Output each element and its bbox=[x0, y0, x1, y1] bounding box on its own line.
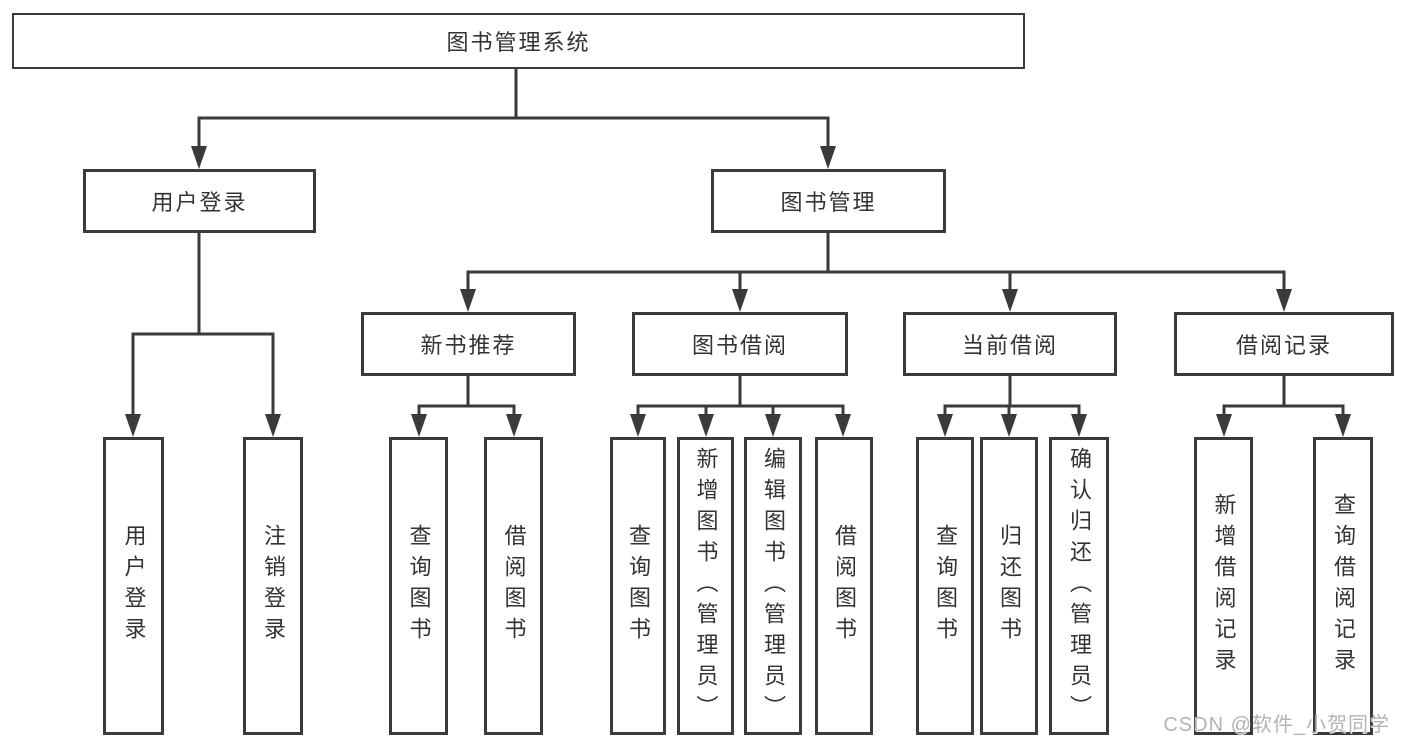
leaf-current-return-books: 归还图书 bbox=[980, 437, 1038, 735]
node-book-management: 图书管理 bbox=[711, 169, 946, 233]
leaf-borrowing-query-books-label: 查询图书 bbox=[626, 524, 651, 648]
node-new-book-recommend-label: 新书推荐 bbox=[420, 333, 517, 358]
leaf-newbooks-query-books-label: 查询图书 bbox=[406, 524, 432, 648]
connector-current-borrow-to-leaves bbox=[937, 374, 1087, 437]
node-user-login: 用户登录 bbox=[83, 169, 316, 233]
node-new-book-recommend: 新书推荐 bbox=[361, 312, 576, 376]
leaf-current-return-books-label: 归还图书 bbox=[997, 524, 1022, 648]
leaf-current-confirm-return-admin: 确认归还（管理员） bbox=[1049, 437, 1109, 735]
leaf-current-query-books: 查询图书 bbox=[916, 437, 974, 735]
leaf-newbooks-borrow-books-label: 借阅图书 bbox=[501, 524, 527, 648]
node-book-management-label: 图书管理 bbox=[780, 190, 877, 215]
connector-book-borrow-to-leaves bbox=[630, 374, 851, 437]
leaf-logout: 注销登录 bbox=[243, 437, 303, 735]
connector-new-books-to-leaves bbox=[411, 374, 522, 437]
leaf-newbooks-borrow-books: 借阅图书 bbox=[484, 437, 543, 735]
connector-borrow-records-to-leaves bbox=[1216, 374, 1351, 437]
leaf-borrowing-edit-books-admin-label: 编辑图书（管理员） bbox=[761, 446, 786, 726]
node-root-system: 图书管理系统 bbox=[12, 13, 1025, 69]
node-borrowing-records-label: 借阅记录 bbox=[1235, 333, 1332, 358]
leaf-newbooks-query-books: 查询图书 bbox=[389, 437, 448, 735]
leaf-borrowing-add-books-admin: 新增图书（管理员） bbox=[677, 437, 734, 735]
node-borrowing-records: 借阅记录 bbox=[1174, 312, 1394, 376]
leaf-records-query-record-label: 查询借阅记录 bbox=[1331, 493, 1356, 679]
leaf-borrowing-borrow-books: 借阅图书 bbox=[815, 437, 873, 735]
node-user-login-label: 用户登录 bbox=[151, 190, 248, 215]
leaf-user-login: 用户登录 bbox=[103, 437, 164, 735]
node-root-label: 图书管理系统 bbox=[446, 30, 591, 55]
leaf-user-login-label: 用户登录 bbox=[121, 524, 147, 648]
leaf-borrowing-add-books-admin-label: 新增图书（管理员） bbox=[693, 446, 719, 726]
leaf-current-confirm-return-admin-label: 确认归还（管理员） bbox=[1067, 446, 1092, 726]
leaf-records-add-record-label: 新增借阅记录 bbox=[1211, 493, 1237, 679]
leaf-borrowing-borrow-books-label: 借阅图书 bbox=[832, 524, 857, 648]
csdn-watermark: CSDN @软件_小贺同学 bbox=[1163, 714, 1390, 736]
connector-user-login-to-leaves bbox=[125, 231, 281, 437]
node-book-borrowing-label: 图书借阅 bbox=[691, 333, 788, 358]
leaf-records-add-record: 新增借阅记录 bbox=[1194, 437, 1253, 735]
node-current-borrowing-label: 当前借阅 bbox=[961, 333, 1058, 358]
node-book-borrowing: 图书借阅 bbox=[632, 312, 848, 376]
node-current-borrowing: 当前借阅 bbox=[903, 312, 1117, 376]
connector-book-mgmt-to-level3 bbox=[460, 231, 1292, 312]
leaf-borrowing-edit-books-admin: 编辑图书（管理员） bbox=[744, 437, 802, 735]
connector-root-to-level2 bbox=[191, 67, 836, 169]
leaf-borrowing-query-books: 查询图书 bbox=[610, 437, 666, 735]
leaf-records-query-record: 查询借阅记录 bbox=[1313, 437, 1373, 735]
leaf-logout-label: 注销登录 bbox=[261, 524, 286, 648]
leaf-current-query-books-label: 查询图书 bbox=[933, 524, 958, 648]
